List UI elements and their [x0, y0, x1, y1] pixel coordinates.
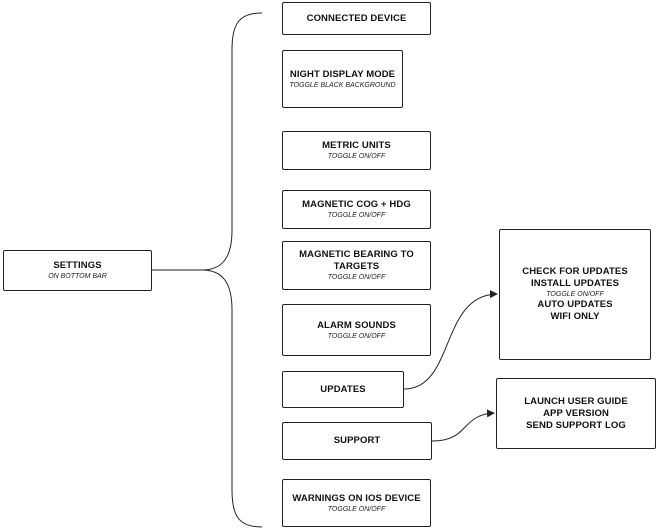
magnetic-bearing-subtitle: TOGGLE ON/OFF	[327, 274, 386, 281]
install-updates-note: TOGGLE ON/OFF	[546, 291, 604, 298]
warnings-ios-subtitle: TOGGLE ON/OFF	[327, 505, 386, 513]
magnetic-bearing-node: MAGNETIC BEARING TO TARGETS TOGGLE ON/OF…	[282, 241, 431, 290]
settings-title: SETTINGS	[53, 260, 102, 271]
magnetic-bearing-title: MAGNETIC BEARING TO TARGETS	[299, 249, 414, 272]
send-support-log-label: SEND SUPPORT LOG	[526, 419, 626, 431]
support-title: SUPPORT	[333, 435, 381, 446]
night-display-mode-subtitle: TOGGLE BLACK BACKGROUND	[289, 81, 396, 89]
metric-units-node: METRIC UNITS TOGGLE ON/OFF	[282, 131, 431, 170]
alarm-sounds-node: ALARM SOUNDS TOGGLE ON/OFF	[282, 304, 431, 356]
updates-detail-node: CHECK FOR UPDATES INSTALL UPDATES TOGGLE…	[499, 229, 651, 360]
magnetic-cog-hdg-subtitle: TOGGLE ON/OFF	[327, 212, 386, 219]
magnetic-cog-hdg-title: MAGNETIC COG + HDG	[302, 199, 411, 210]
alarm-sounds-subtitle: TOGGLE ON/OFF	[327, 332, 386, 340]
connected-device-node: CONNECTED DEVICE	[282, 2, 431, 35]
settings-node: SETTINGS ON BOTTOM BAR	[3, 250, 152, 291]
curly-brace	[201, 12, 263, 528]
metric-units-title: METRIC UNITS	[322, 140, 391, 151]
updates-arrow	[403, 290, 498, 390]
wifi-only-label: WIFI ONLY	[550, 311, 600, 322]
updates-title: UPDATES	[320, 383, 366, 395]
launch-user-guide-label: LAUNCH USER GUIDE	[524, 395, 628, 407]
magnetic-cog-hdg-node: MAGNETIC COG + HDG TOGGLE ON/OFF	[282, 190, 431, 229]
warnings-ios-node: WARNINGS ON IOS DEVICE TOGGLE ON/OFF	[282, 479, 431, 527]
alarm-sounds-title: ALARM SOUNDS	[317, 319, 396, 331]
connected-device-title: CONNECTED DEVICE	[306, 12, 407, 24]
auto-updates-label: AUTO UPDATES	[537, 299, 613, 310]
app-version-label: APP VERSION	[543, 407, 609, 419]
support-node: SUPPORT	[282, 422, 432, 460]
night-display-mode-title: NIGHT DISPLAY MODE	[289, 68, 396, 80]
night-display-mode-node: NIGHT DISPLAY MODE TOGGLE BLACK BACKGROU…	[282, 50, 403, 108]
check-for-updates-label: CHECK FOR UPDATES	[522, 266, 628, 277]
support-detail-node: LAUNCH USER GUIDE APP VERSION SEND SUPPO…	[496, 378, 656, 449]
updates-node: UPDATES	[282, 371, 404, 408]
install-updates-label: INSTALL UPDATES	[530, 278, 620, 289]
support-arrow	[431, 409, 495, 442]
metric-units-subtitle: TOGGLE ON/OFF	[327, 153, 386, 160]
settings-subtitle: ON BOTTOM BAR	[48, 273, 107, 280]
warnings-ios-title: WARNINGS ON IOS DEVICE	[292, 492, 421, 504]
